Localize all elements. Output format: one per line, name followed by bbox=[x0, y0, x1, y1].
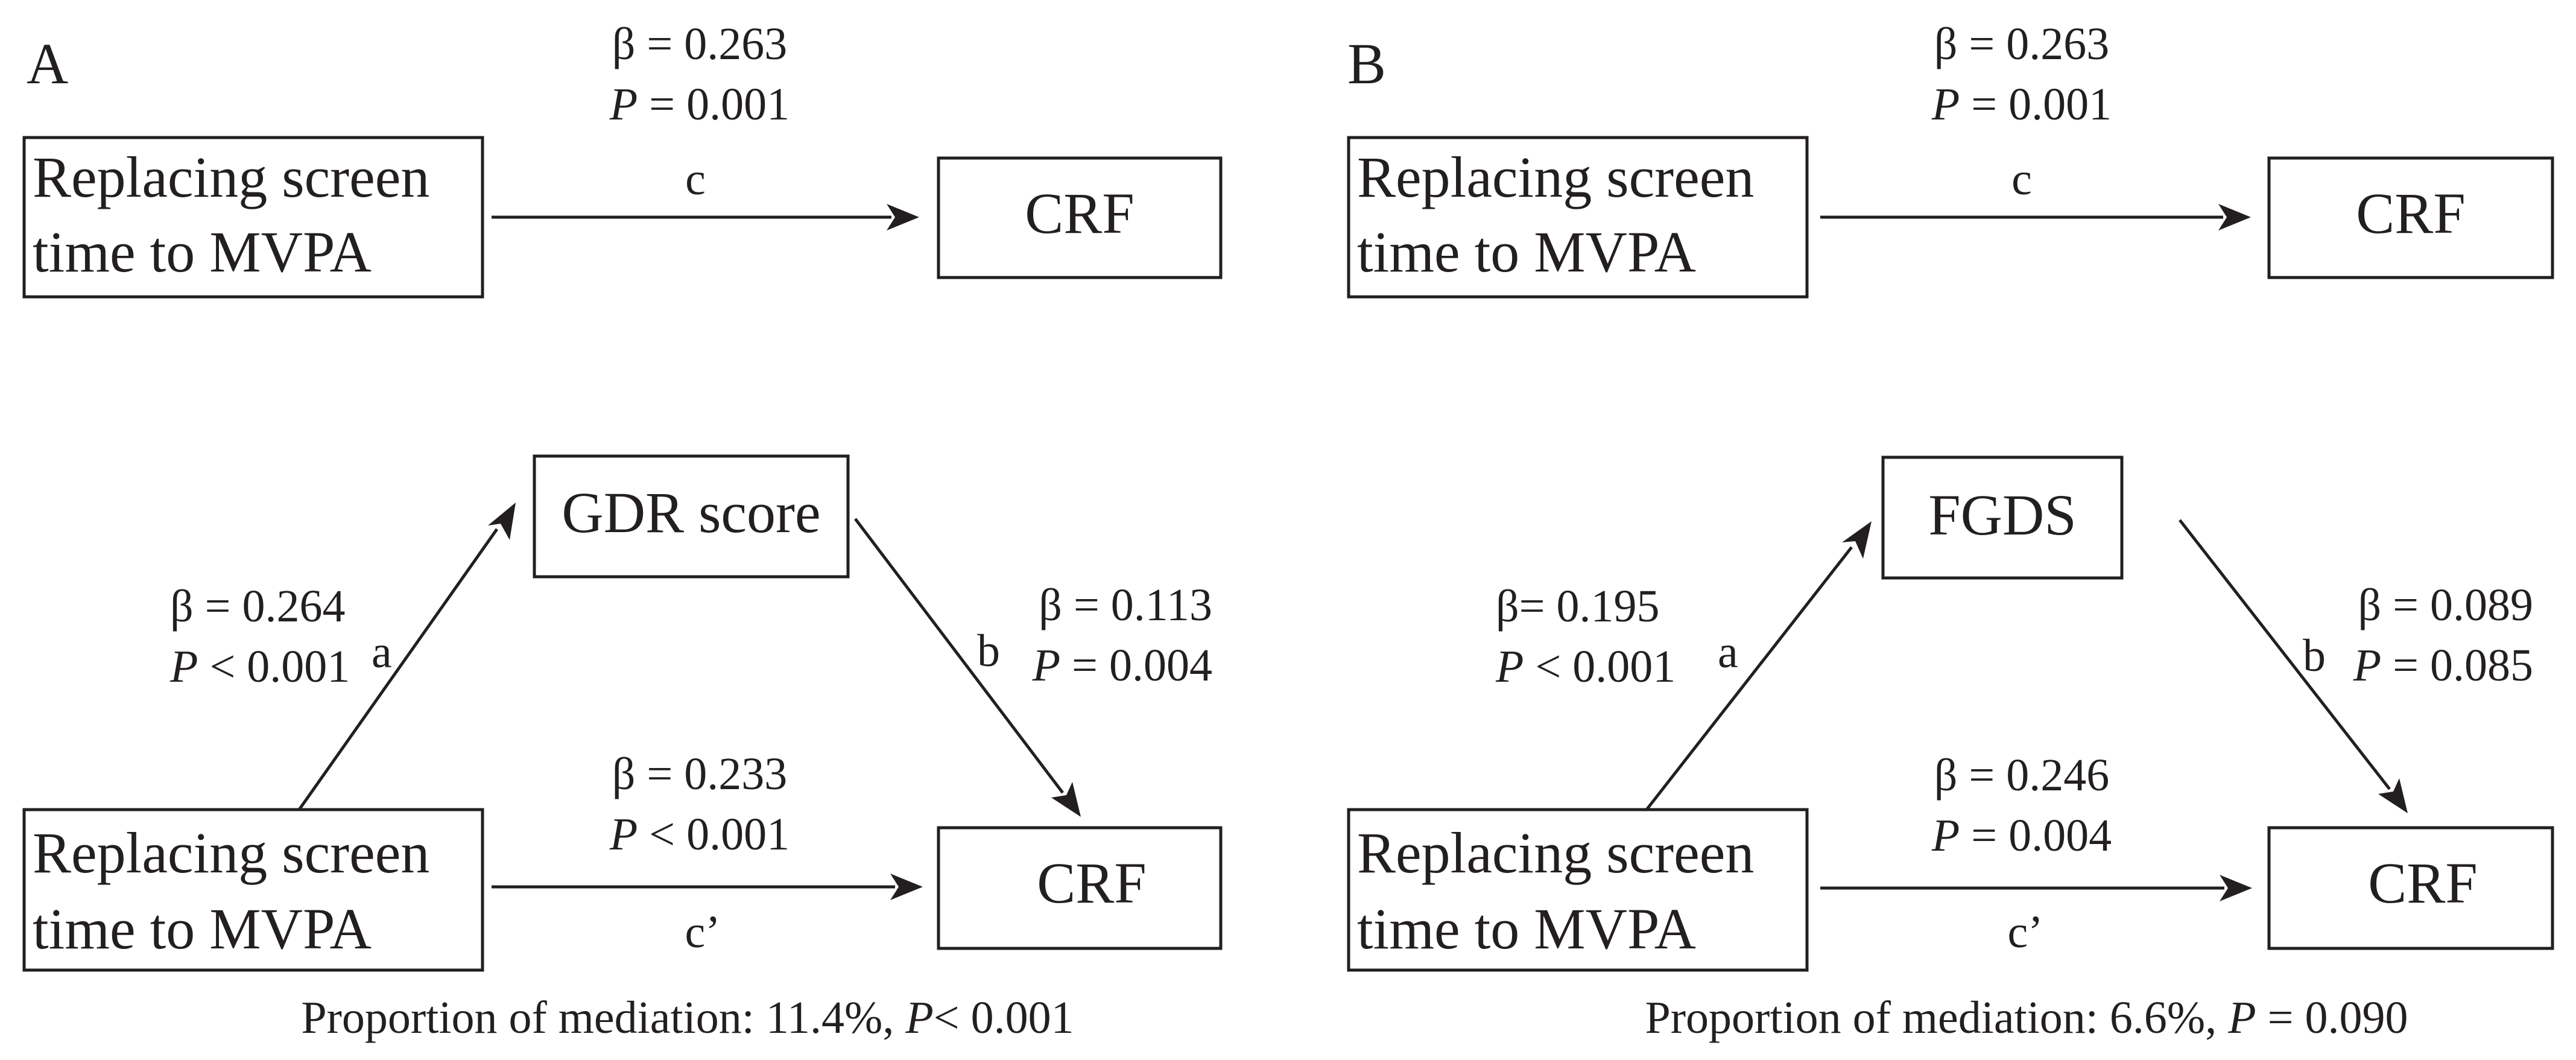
panel-b-predictor-line1: Replacing screen bbox=[1357, 820, 1754, 885]
panel-a-path-c-p: P = 0.001 bbox=[609, 79, 790, 130]
panel-b-proportion-of-mediation: Proportion of mediation: 6.6%, P = 0.090 bbox=[1645, 992, 2408, 1043]
panel-b-path-c-prime-beta: β = 0.246 bbox=[1934, 750, 2110, 801]
panel-b-total-predictor-line1: Replacing screen bbox=[1357, 145, 1754, 209]
panel-a-path-c-beta: β = 0.263 bbox=[612, 19, 788, 69]
panel-b-path-b-p: P = 0.085 bbox=[2353, 640, 2533, 691]
panel-b-path-c-p: P = 0.001 bbox=[1931, 79, 2112, 130]
panel-b-predictor-box bbox=[1347, 808, 1809, 972]
panel-a-outcome-label: CRF bbox=[1037, 851, 1146, 915]
panel-b-total-outcome-box bbox=[2267, 156, 2554, 279]
panel-a-path-c-arrowhead bbox=[887, 204, 919, 230]
panel-a-predictor-line1: Replacing screen bbox=[33, 820, 429, 885]
panel-b-path-b-label: b bbox=[2303, 630, 2326, 681]
panel-b: B Replacing screen time to MVPA CRF β = … bbox=[1347, 19, 2554, 1043]
panel-a-predictor-line2: time to MVPA bbox=[33, 897, 372, 961]
panel-b-total-predictor-line2: time to MVPA bbox=[1357, 220, 1696, 284]
panel-b-total-outcome-label: CRF bbox=[2356, 181, 2465, 246]
panel-a-path-b-label: b bbox=[977, 626, 1000, 676]
panel-a-path-b-line bbox=[854, 518, 1064, 794]
panel-b-total-effect: Replacing screen time to MVPA CRF β = 0.… bbox=[1347, 19, 2554, 299]
panel-a-label: A bbox=[27, 31, 68, 96]
panel-a-path-a-label: a bbox=[372, 627, 392, 678]
panel-a-total-predictor-line2: time to MVPA bbox=[33, 220, 372, 284]
panel-b-total-predictor-box bbox=[1347, 136, 1809, 299]
panel-a-total-predictor-box bbox=[22, 136, 484, 299]
panel-b-path-a-arrowhead bbox=[1842, 521, 1872, 559]
panel-a-total-effect: Replacing screen time to MVPA CRF β = 0.… bbox=[22, 19, 1223, 299]
panel-a-mediator-label: GDR score bbox=[562, 480, 820, 545]
panel-a-path-a-p: P < 0.001 bbox=[169, 641, 350, 692]
panel-a-predictor-box bbox=[22, 808, 484, 972]
panel-a-total-outcome-label: CRF bbox=[1025, 181, 1134, 246]
panel-b-path-b-line bbox=[2179, 519, 2391, 790]
panel-a-path-c-label: c bbox=[685, 154, 706, 205]
panel-b-path-c-beta: β = 0.263 bbox=[1934, 19, 2110, 69]
panel-a-mediation-model: GDR score Replacing screen time to MVPA … bbox=[22, 454, 1223, 972]
panel-b-path-a-label: a bbox=[1718, 627, 1738, 678]
panel-a-path-c-prime-beta: β = 0.233 bbox=[612, 749, 788, 799]
panel-a-path-a-line bbox=[297, 528, 499, 811]
panel-b-path-c-prime-label: c’ bbox=[2007, 907, 2043, 957]
panel-a-proportion-of-mediation: Proportion of mediation: 11.4%, P< 0.001 bbox=[301, 992, 1074, 1043]
panel-a-path-c-prime-p: P < 0.001 bbox=[609, 809, 790, 860]
panel-b-path-c-prime-p: P = 0.004 bbox=[1931, 810, 2112, 861]
panel-a-path-a-arrowhead bbox=[488, 503, 516, 540]
panel-b-outcome-box bbox=[2267, 826, 2554, 950]
panel-b-mediation-model: FGDS Replacing screen time to MVPA CRF β… bbox=[1347, 455, 2554, 972]
panel-b-label: B bbox=[1347, 31, 1386, 96]
panel-b-outcome-label: CRF bbox=[2368, 851, 2477, 915]
panel-a-outcome-box bbox=[937, 826, 1223, 950]
panel-b-path-c-prime-arrowhead bbox=[2220, 875, 2252, 901]
panel-a-path-b-beta: β = 0.113 bbox=[1039, 580, 1212, 630]
panel-b-mediator-label: FGDS bbox=[1928, 483, 2076, 547]
panel-a-path-c-prime-arrowhead bbox=[890, 874, 923, 900]
panel-a-mediator-box bbox=[533, 454, 850, 579]
panel-b-path-b-arrowhead bbox=[2378, 778, 2408, 813]
panel-b-predictor-line2: time to MVPA bbox=[1357, 897, 1696, 961]
panel-b-path-a-beta: β= 0.195 bbox=[1496, 581, 1660, 632]
panel-b-path-b-beta: β = 0.089 bbox=[2358, 580, 2533, 630]
panel-b-mediator-box bbox=[1881, 455, 2124, 580]
panel-a-path-b-p: P = 0.004 bbox=[1032, 640, 1212, 691]
panel-a-total-outcome-box bbox=[937, 156, 1223, 279]
panel-a-path-a-beta: β = 0.264 bbox=[170, 581, 346, 632]
panel-a: A Replacing screen time to MVPA CRF β = … bbox=[22, 19, 1223, 1043]
panel-b-path-a-p: P < 0.001 bbox=[1495, 641, 1676, 692]
panel-a-path-c-prime-label: c’ bbox=[685, 907, 720, 957]
panel-b-path-c-label: c bbox=[2011, 154, 2032, 205]
panel-a-total-predictor-line1: Replacing screen bbox=[33, 145, 429, 209]
panel-a-path-b-arrowhead bbox=[1051, 782, 1081, 817]
panel-b-path-c-arrowhead bbox=[2218, 204, 2251, 230]
panel-b-path-a-line bbox=[1645, 546, 1853, 811]
